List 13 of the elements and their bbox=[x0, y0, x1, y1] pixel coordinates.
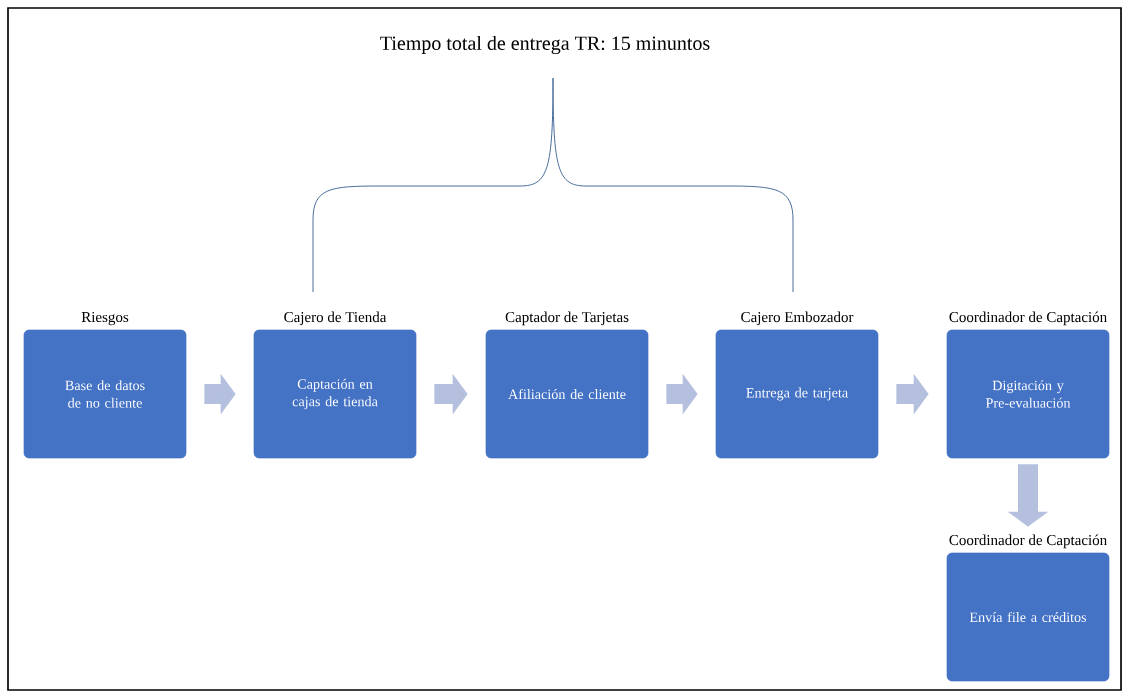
box-heading: Cajero de Tienda bbox=[284, 311, 387, 326]
box-heading: Riesgos bbox=[81, 312, 129, 326]
process-box: Captación en cajas de tienda bbox=[253, 329, 417, 459]
process-box: Envía file a créditos bbox=[946, 552, 1110, 682]
box-heading: Captador de Tarjetas bbox=[505, 311, 629, 326]
process-box: Afiliación de cliente bbox=[485, 329, 649, 459]
process-box: Base de datos de no cliente bbox=[23, 329, 187, 459]
process-box: Digitación y Pre-evaluación bbox=[946, 329, 1110, 459]
box-heading: Cajero Embozador bbox=[741, 311, 854, 326]
box-heading: Coordinador de Captación bbox=[949, 311, 1107, 326]
title: Tiempo total de entrega TR: 15 minuntos bbox=[380, 35, 710, 55]
box-heading: Coordinador de Captación bbox=[949, 534, 1107, 549]
process-box: Entrega de tarjeta bbox=[715, 329, 879, 459]
